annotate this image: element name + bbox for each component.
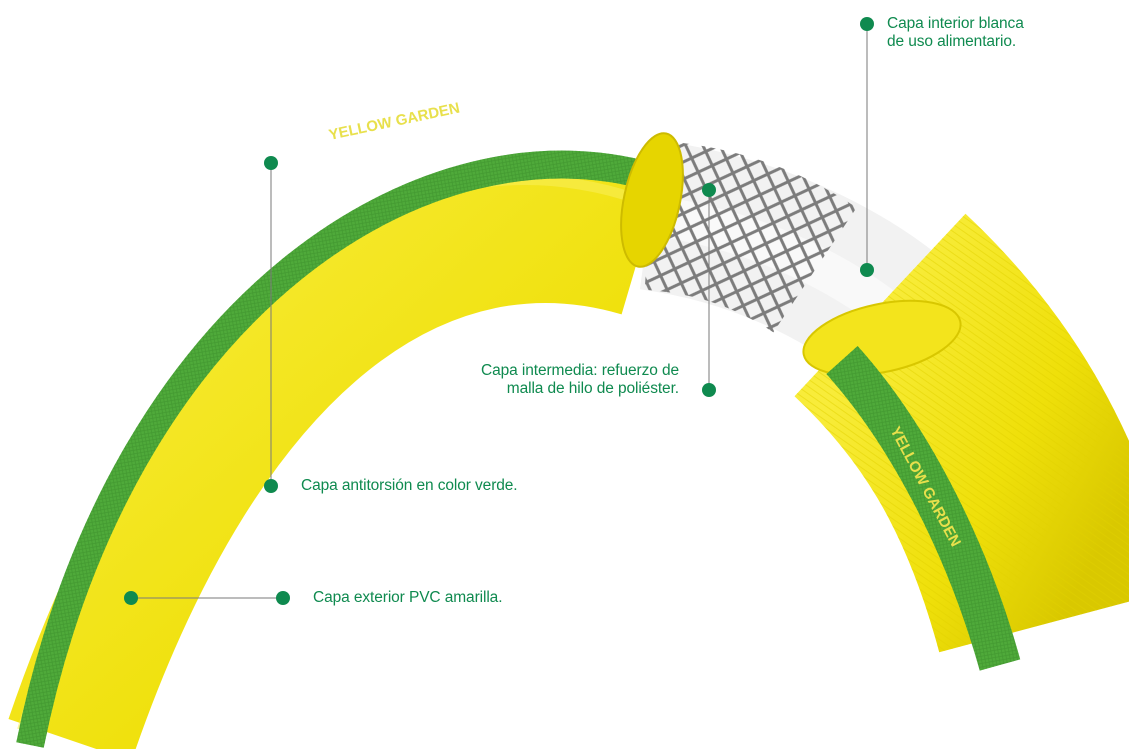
hose-outer-layer bbox=[8, 173, 659, 749]
callout-mesh-line2: malla de hilo de poliéster. bbox=[506, 380, 679, 397]
dot-mesh-label bbox=[702, 383, 716, 397]
dot-outer-label bbox=[276, 591, 290, 605]
brand-print-top: YELLOW GARDEN bbox=[327, 100, 461, 144]
callout-antitorsion: Capa antitorsión en color verde. bbox=[301, 477, 518, 495]
dot-inner-target bbox=[860, 263, 874, 277]
callout-inner-white-line2: de uso alimentario. bbox=[887, 33, 1017, 50]
dot-mesh-target bbox=[702, 183, 716, 197]
callout-inner-white-line1: Capa interior blanca bbox=[887, 15, 1024, 32]
callout-outer-pvc: Capa exterior PVC amarilla. bbox=[313, 589, 503, 607]
callout-antitorsion-text: Capa antitorsión en color verde. bbox=[301, 477, 518, 494]
callout-mesh: Capa intermedia: refuerzo de malla de hi… bbox=[437, 362, 679, 398]
dot-stripe-target bbox=[264, 156, 278, 170]
callout-inner-white: Capa interior blanca de uso alimentario. bbox=[887, 15, 1024, 51]
callout-dots bbox=[124, 17, 874, 605]
callout-lines bbox=[131, 24, 868, 599]
dot-inner-top bbox=[860, 17, 874, 31]
callout-outer-pvc-text: Capa exterior PVC amarilla. bbox=[313, 589, 503, 606]
callout-mesh-line1: Capa intermedia: refuerzo de bbox=[481, 362, 679, 379]
hose-cut-edge bbox=[620, 132, 684, 268]
dot-stripe-label bbox=[264, 479, 278, 493]
dot-outer-target bbox=[124, 591, 138, 605]
